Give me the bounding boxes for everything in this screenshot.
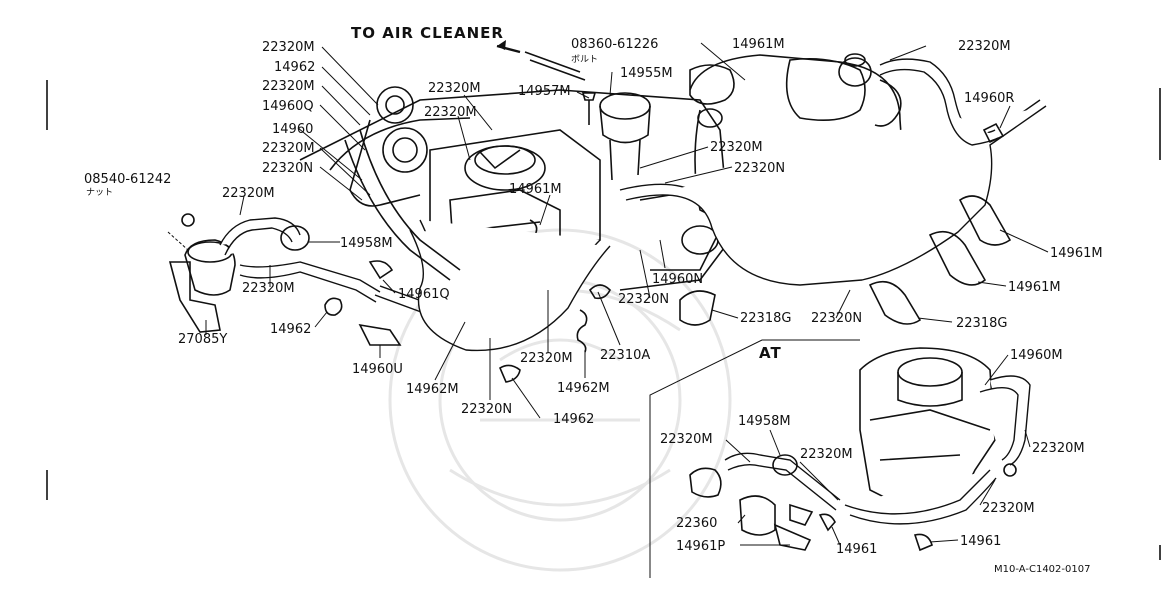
label-l15: 22320M [710,140,763,155]
label-l16: 22320N [734,161,785,176]
label-l23: 14961Q [398,287,450,302]
label-l01: 22320M [262,40,315,55]
hose-joint-icon [982,122,1005,144]
at-inset-border [649,339,860,578]
label-l18: 22320M [222,186,275,201]
label-l12: 14961M [732,37,785,52]
label-l47: 14961 [960,534,1001,549]
part-08540-sub: ナット [86,187,113,198]
label-l39: 22320M [1032,441,1085,456]
label-l14: 14960R [964,91,1014,106]
label-l22: 14962 [270,322,311,337]
label-l38: 14960M [1010,348,1063,363]
at-vsv-assembly [689,452,933,552]
label-l36: 14961M [1050,246,1103,261]
label-l33: 22318G [740,311,791,326]
label-l04: 14960Q [262,99,314,114]
label-l34: 22320N [811,311,862,326]
label-l08: 22320M [428,81,481,96]
at-label: AT [759,344,782,362]
label-l32: 22320N [618,292,669,307]
label-l26: 22320N [461,402,512,417]
label-l28: 14962M [557,381,610,396]
hose-upper-right-outline [879,68,999,146]
label-l17: 14961M [509,182,562,197]
label-l10: 14957M [518,84,571,99]
diagram-code: M10-A-C1402-0107 [994,564,1090,575]
label-l35: 22318G [956,316,1007,331]
hose-left-runs [344,129,461,281]
vsv-valve-drawing-icon [167,213,381,333]
clamp-set-right [679,195,1012,326]
hose-bundle-outline [409,229,611,352]
label-l09: 22320M [424,105,477,120]
label-l46: 22320M [982,501,1035,516]
carburetor-drawing-icon [844,347,1031,525]
label-l19: 14958M [340,236,393,251]
label-l31: 14960N [652,272,703,287]
part-08360-sub: ボルト [571,54,598,65]
label-l21: 27085Y [178,332,227,347]
label-l13: 22320M [958,39,1011,54]
leader-lines [205,42,1049,546]
label-l25: 14962M [406,382,459,397]
air-cleaner-pipe [524,51,586,81]
label-l37: 14961M [1008,280,1061,295]
vacuum-hose-outline [625,105,1047,286]
label-l29: 22310A [600,348,650,363]
label-l45: 14961 [836,542,877,557]
part-08540: 08540-61242 [84,172,171,187]
label-l07: 22320N [262,161,313,176]
label-l27: 22320M [520,351,573,366]
label-l06: 22320M [262,141,315,156]
label-l30: 14962 [553,412,594,427]
label-l03: 22320M [262,79,315,94]
label-l05: 14960 [272,122,313,137]
arrow-head-icon [497,40,506,50]
label-l44: 14961P [676,539,725,554]
label-l40: 14958M [738,414,791,429]
label-l41: 22320M [660,432,713,447]
label-l42: 22320M [800,447,853,462]
label-l20: 22320M [242,281,295,296]
label-l11: 14955M [620,66,673,81]
label-l24: 14960U [352,362,403,377]
air-cleaner-label: TO AIR CLEANER [351,24,504,42]
label-l02: 14962 [274,60,315,75]
part-08360: 08360-61226 [571,37,658,52]
label-l43: 22360 [676,516,717,531]
